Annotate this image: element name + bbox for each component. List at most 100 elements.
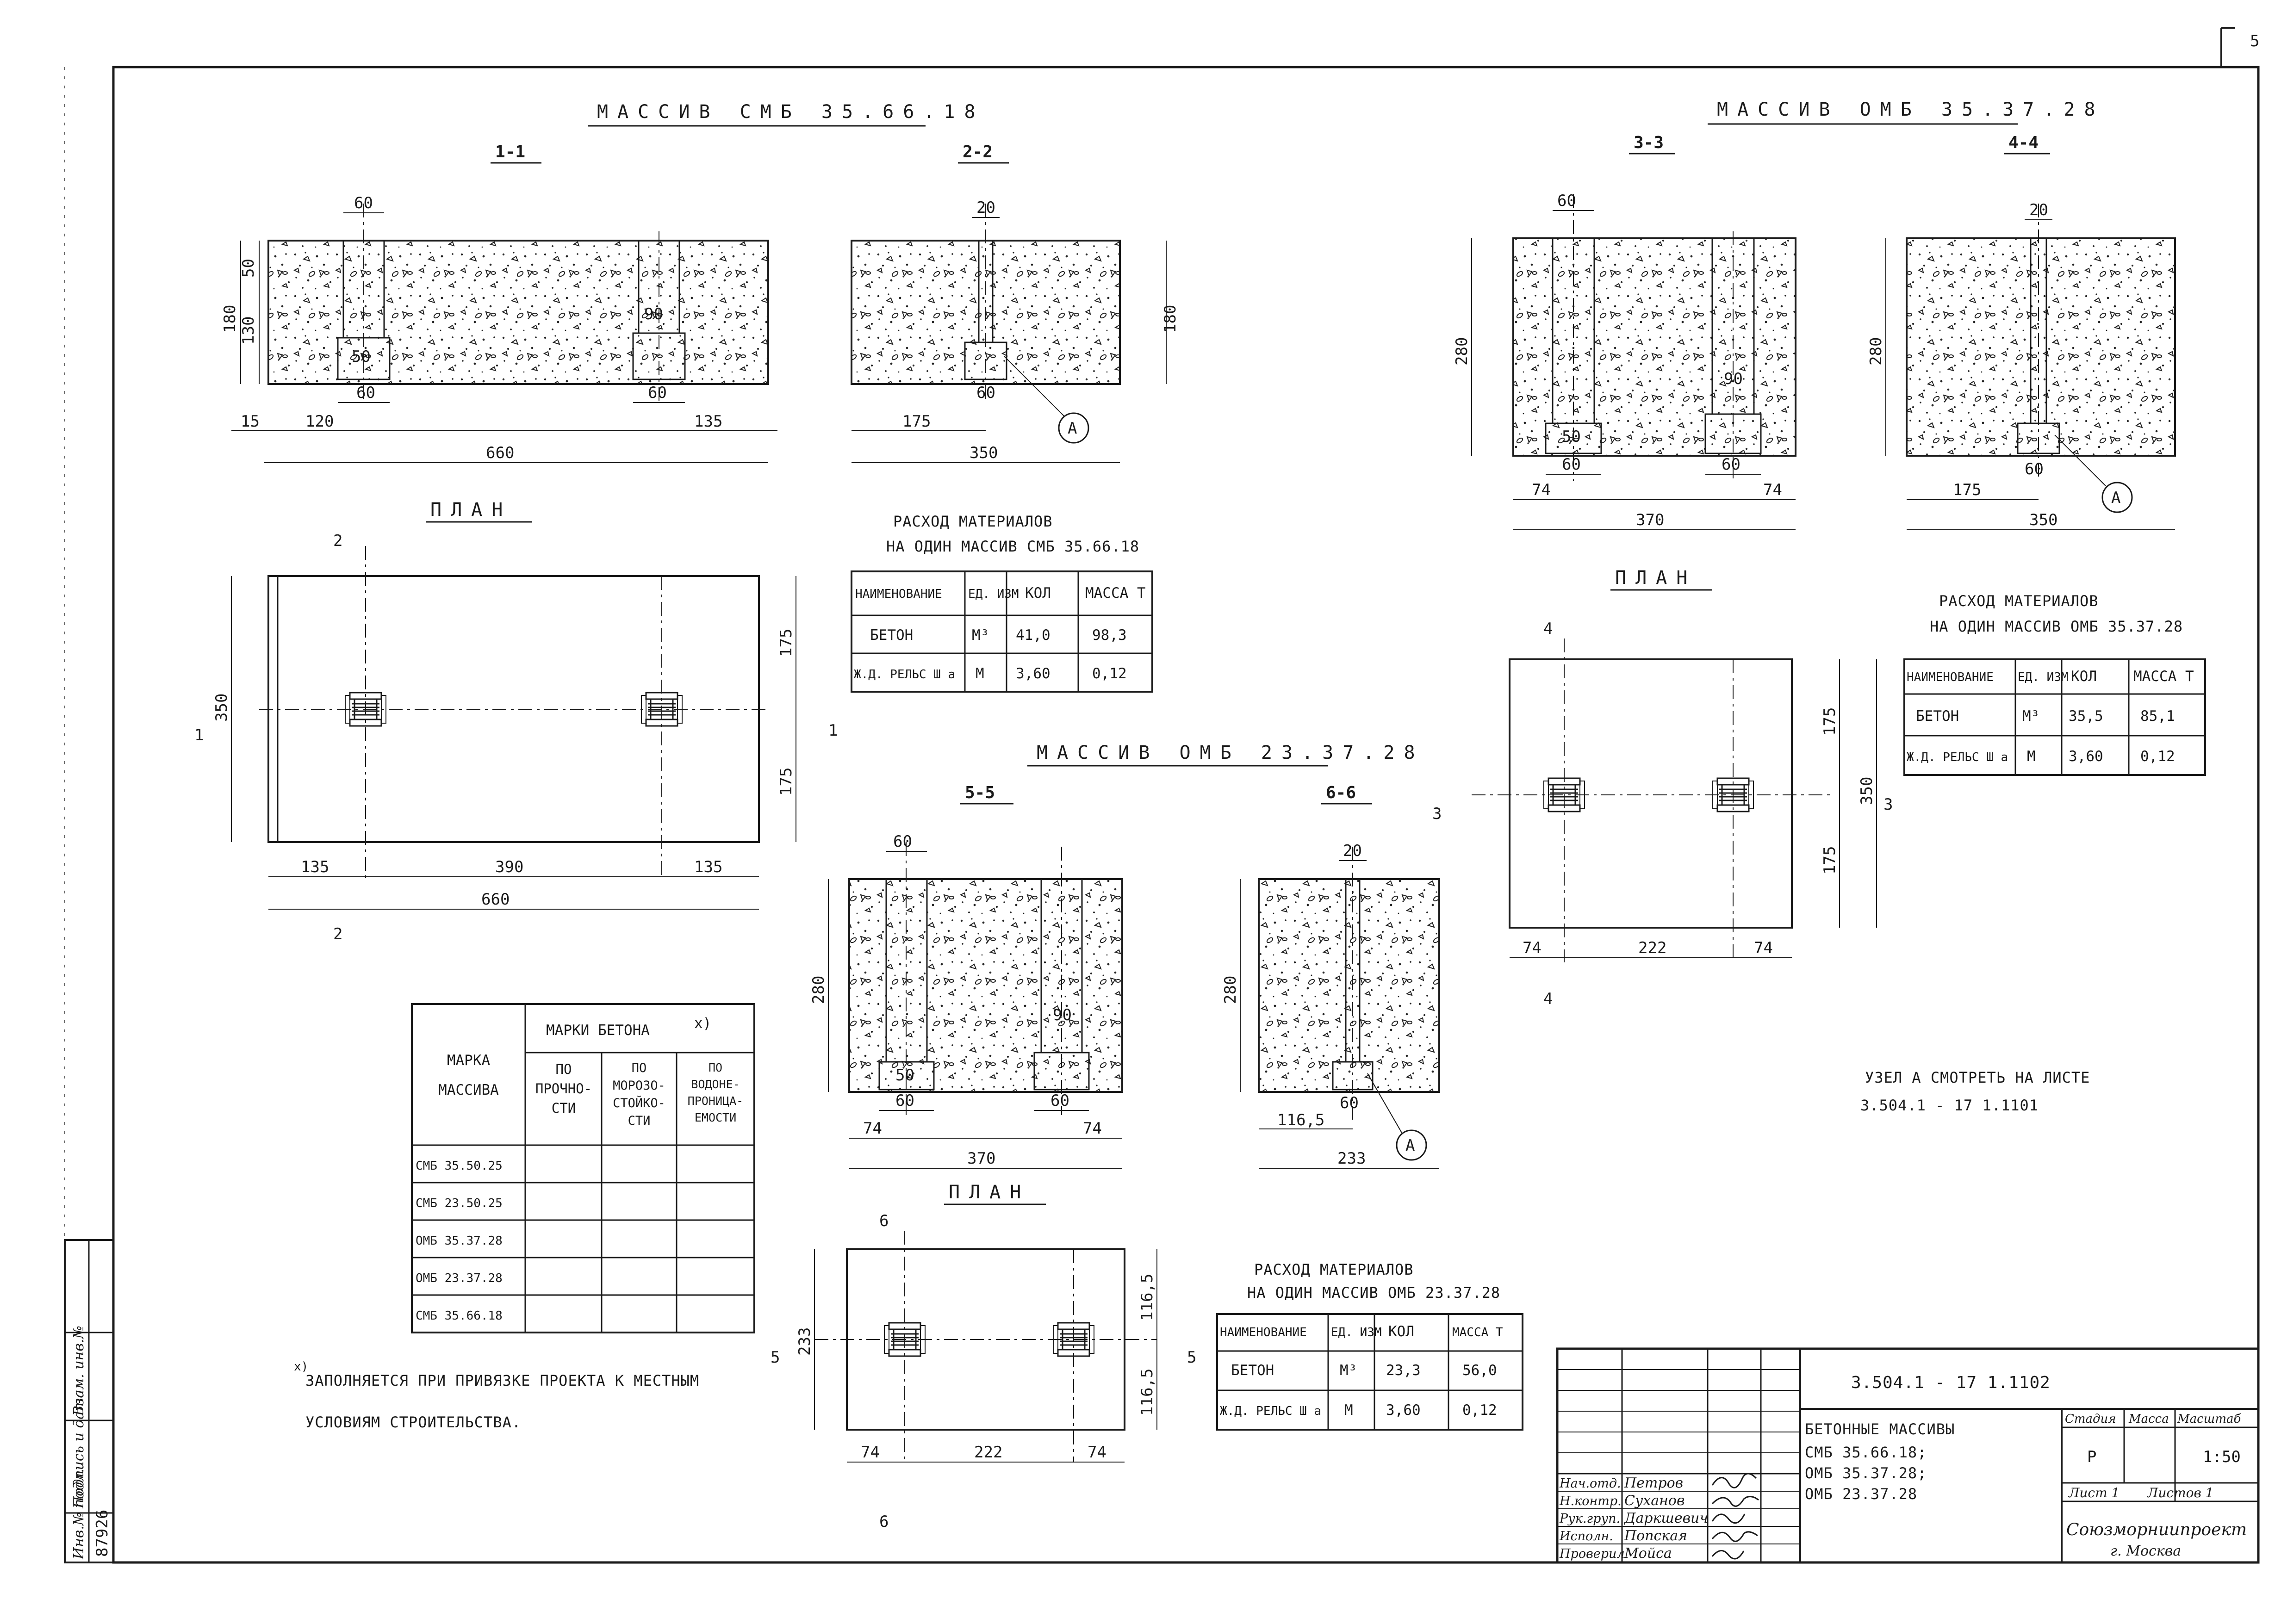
grade-row: СМБ 35.50.25 — [416, 1159, 503, 1173]
plan-smb-35-66-18: ПЛАН 2 1 1 2 350 175 175 135 390 135 660 — [194, 499, 838, 943]
svg-text:135: 135 — [694, 858, 722, 876]
svg-text:0,12: 0,12 — [1462, 1402, 1497, 1419]
block-title: МАССИВ СМБ 35.66.18 — [597, 101, 985, 123]
svg-text:4: 4 — [1543, 620, 1553, 638]
svg-text:350: 350 — [2029, 511, 2057, 529]
svg-text:350: 350 — [1858, 777, 1876, 805]
svg-text:350: 350 — [970, 444, 998, 462]
svg-text:180: 180 — [221, 305, 239, 333]
svg-text:НА ОДИН МАССИВ СМБ 35.66.18: НА ОДИН МАССИВ СМБ 35.66.18 — [886, 538, 1139, 555]
svg-text:74: 74 — [1088, 1443, 1106, 1462]
signature-label: Подпись и дата — [71, 1389, 87, 1509]
svg-text:НА ОДИН МАССИВ ОМБ 35.37.28: НА ОДИН МАССИВ ОМБ 35.37.28 — [1930, 618, 2183, 635]
svg-text:НАИМЕНОВАНИЕ: НАИМЕНОВАНИЕ — [1907, 670, 1994, 684]
svg-text:БЕТОН: БЕТОН — [1231, 1362, 1274, 1379]
svg-text:М: М — [1344, 1402, 1353, 1419]
svg-text:60: 60 — [1562, 455, 1581, 474]
svg-text:74: 74 — [1523, 939, 1542, 957]
svg-text:МАССА Т: МАССА Т — [1452, 1326, 1503, 1339]
svg-text:60: 60 — [356, 384, 375, 402]
svg-text:Рук.груп.: Рук.груп. — [1559, 1512, 1620, 1526]
section-2-2: 2-2 20 180 60 175 350 А — [851, 143, 1180, 463]
grade-row: СМБ 35.66.18 — [416, 1309, 503, 1323]
svg-text:УЗЕЛ А СМОТРЕТЬ НА ЛИСТЕ: УЗЕЛ А СМОТРЕТЬ НА ЛИСТЕ — [1865, 1069, 2090, 1086]
svg-text:60: 60 — [895, 1091, 914, 1110]
svg-text:60: 60 — [1050, 1091, 1069, 1110]
section-4-4: 4-4 20 280 60 175 350 А — [1867, 133, 2176, 530]
svg-text:1: 1 — [194, 726, 204, 744]
svg-text:50: 50 — [239, 259, 258, 278]
svg-text:60: 60 — [893, 832, 912, 851]
svg-text:20: 20 — [976, 198, 995, 217]
svg-text:БЕТОН: БЕТОН — [1916, 708, 1959, 725]
svg-text:М³: М³ — [1340, 1362, 1357, 1379]
svg-text:Даркшевич: Даркшевич — [1623, 1510, 1708, 1526]
svg-text:135: 135 — [301, 858, 329, 876]
svg-text:НАИМЕНОВАНИЕ: НАИМЕНОВАНИЕ — [855, 587, 942, 601]
svg-text:РАСХОД МАТЕРИАЛОВ: РАСХОД МАТЕРИАЛОВ — [893, 513, 1053, 530]
plan-label: ПЛАН — [430, 499, 512, 521]
svg-text:60: 60 — [1340, 1094, 1359, 1112]
svg-text:280: 280 — [1221, 976, 1240, 1004]
svg-text:60: 60 — [648, 384, 667, 402]
svg-text:90: 90 — [644, 305, 663, 323]
svg-text:660: 660 — [486, 444, 514, 462]
svg-text:Р: Р — [2087, 1448, 2096, 1466]
node-reference: УЗЕЛ А СМОТРЕТЬ НА ЛИСТЕ 3.504.1 - 17 1.… — [1860, 1069, 2090, 1114]
svg-text:Стадия: Стадия — [2065, 1412, 2116, 1426]
svg-text:23,3: 23,3 — [1386, 1362, 1421, 1379]
svg-text:50: 50 — [895, 1066, 914, 1085]
block-omb-35-37-28: МАССИВ ОМБ 35.37.28 3-3 60 280 90 50 60 … — [1432, 99, 2176, 1008]
svg-text:222: 222 — [1638, 939, 1666, 957]
svg-text:175: 175 — [777, 768, 796, 796]
svg-text:Лист 1: Лист 1 — [2068, 1485, 2120, 1500]
svg-text:60: 60 — [1722, 455, 1740, 474]
svg-text:МАССА Т: МАССА Т — [2133, 668, 2194, 685]
svg-text:Мойса: Мойса — [1624, 1545, 1672, 1562]
section-3-3: 3-3 60 280 90 50 60 60 74 74 370 — [1453, 133, 1796, 530]
title-name-1: БЕТОННЫЕ МАССИВЫ — [1805, 1420, 1955, 1438]
svg-text:74: 74 — [1754, 939, 1773, 957]
svg-text:РАСХОД МАТЕРИАЛОВ: РАСХОД МАТЕРИАЛОВ — [1254, 1261, 1414, 1278]
svg-text:85,1: 85,1 — [2140, 708, 2175, 725]
svg-text:РАСХОД МАТЕРИАЛОВ: РАСХОД МАТЕРИАЛОВ — [1939, 592, 2099, 610]
svg-text:4: 4 — [1543, 990, 1553, 1008]
node-a-marker: А — [2111, 489, 2120, 507]
svg-text:0,12: 0,12 — [2140, 748, 2175, 765]
svg-text:116,5: 116,5 — [1138, 1274, 1156, 1321]
svg-text:3-3: 3-3 — [1634, 133, 1664, 152]
svg-text:175: 175 — [902, 412, 931, 431]
svg-text:74: 74 — [861, 1443, 880, 1462]
grade-row: ОМБ 23.37.28 — [416, 1271, 503, 1285]
svg-text:2: 2 — [333, 532, 342, 550]
svg-text:3: 3 — [1883, 795, 1893, 814]
svg-text:1:50: 1:50 — [2203, 1448, 2241, 1466]
svg-text:350: 350 — [212, 694, 231, 722]
svg-text:ЕД. ИЗМ: ЕД. ИЗМ — [968, 587, 1019, 601]
block-title: МАССИВ ОМБ 23.37.28 — [1037, 742, 1424, 763]
svg-text:175: 175 — [1821, 707, 1839, 736]
svg-text:90: 90 — [1053, 1006, 1072, 1024]
svg-text:233: 233 — [796, 1327, 814, 1356]
svg-text:Суханов: Суханов — [1624, 1493, 1684, 1509]
svg-text:НА ОДИН МАССИВ ОМБ 23.37.28: НА ОДИН МАССИВ ОМБ 23.37.28 — [1247, 1284, 1500, 1302]
svg-text:1: 1 — [828, 721, 838, 740]
title-block: Нач.отд. Петров Н.контр. Суханов Рук.гру… — [1556, 1347, 2260, 1564]
svg-text:5: 5 — [1187, 1348, 1196, 1367]
svg-text:СМБ 35.66.18;: СМБ 35.66.18; — [1805, 1444, 1927, 1461]
svg-text:3,60: 3,60 — [2069, 748, 2103, 765]
section-5-5: 5-5 60 280 90 50 60 60 74 74 370 — [809, 783, 1123, 1169]
block-omb-23-37-28: МАССИВ ОМБ 23.37.28 5-5 60 280 90 50 60 … — [771, 742, 1440, 1531]
svg-text:М³: М³ — [2022, 708, 2039, 725]
col-water: ПО ВОДОНЕ- ПРОНИЦА- ЕМОСТИ — [687, 1061, 744, 1124]
svg-text:74: 74 — [1532, 481, 1551, 499]
block-smb-35-66-18: МАССИВ СМБ 35.66.18 1-1 60 50 90 180 50 … — [194, 101, 1180, 943]
section-6-6: 6-6 20 280 60 116,5 233 А — [1221, 783, 1440, 1169]
svg-text:БЕТОН: БЕТОН — [870, 627, 913, 644]
svg-text:130: 130 — [239, 316, 258, 345]
svg-text:0,12: 0,12 — [1092, 665, 1127, 682]
svg-text:175: 175 — [1821, 846, 1839, 874]
svg-text:НАИМЕНОВАНИЕ: НАИМЕНОВАНИЕ — [1220, 1326, 1307, 1339]
svg-text:6: 6 — [879, 1512, 889, 1531]
